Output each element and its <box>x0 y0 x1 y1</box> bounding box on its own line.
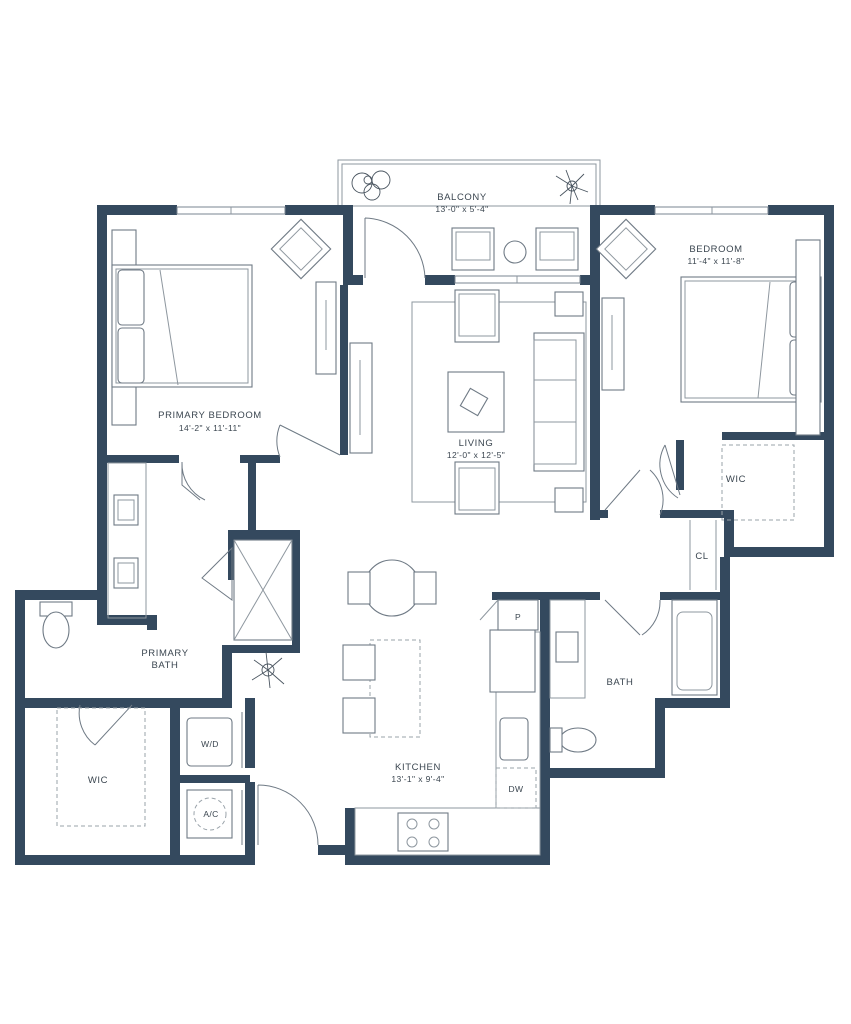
kitchen-dims: 13'-1" x 9'-4" <box>391 774 444 784</box>
bath-door <box>181 461 206 501</box>
wic-2-door <box>659 444 681 499</box>
sink <box>555 631 579 663</box>
armchair <box>454 289 500 343</box>
toilet <box>42 611 70 649</box>
bedroom-dims: 11'-4" x 11'-8" <box>687 256 744 266</box>
kitchen-furniture <box>342 559 541 856</box>
closet-name: CL <box>695 551 708 562</box>
refrigerator <box>489 629 536 693</box>
living-name: LIVING <box>459 438 494 449</box>
dishwasher-label: DW <box>509 784 524 794</box>
primary-bedroom-name: PRIMARY BEDROOM <box>158 410 262 421</box>
primary-bath-name-2: BATH <box>151 660 178 671</box>
washer-dryer <box>186 717 233 767</box>
balcony-chair-seat <box>539 231 575 261</box>
plant-icon <box>351 170 391 201</box>
kitchen-sink <box>499 717 529 761</box>
pantry-label: P <box>515 612 521 622</box>
bar-stool <box>342 644 376 681</box>
dresser <box>795 239 821 436</box>
bath-fixtures <box>549 599 718 753</box>
ac-label: A/C <box>203 809 218 819</box>
bedroom-name: BEDROOM <box>689 244 742 255</box>
balcony-chair <box>451 227 495 271</box>
book <box>459 387 489 417</box>
armchair <box>270 218 332 280</box>
wic-shelving <box>721 444 795 521</box>
balcony: BALCONY 13'-0" x 5'-4" <box>337 159 601 271</box>
dishwasher <box>495 767 537 809</box>
toilet <box>559 727 597 753</box>
wic-shelving <box>56 707 146 827</box>
cooktop <box>397 812 449 852</box>
bath-2-door <box>604 599 661 636</box>
laundry-fixtures <box>186 717 233 839</box>
balcony-chair <box>535 227 579 271</box>
shower-door <box>201 546 233 601</box>
tv-console <box>601 297 625 391</box>
bar-stool <box>342 697 376 734</box>
side-table <box>554 291 584 317</box>
dining-chair <box>347 571 371 605</box>
wic-door <box>78 704 133 746</box>
primary-bath-name: PRIMARY <box>141 648 188 659</box>
balcony-name: BALCONY <box>437 192 487 203</box>
living-furniture <box>349 289 587 515</box>
armchair <box>454 461 500 515</box>
bathtub <box>671 599 718 696</box>
bath-name: BATH <box>606 677 633 688</box>
balcony-chair-seat <box>455 231 491 261</box>
wic-primary-name: WIC <box>88 775 108 786</box>
ac-circle <box>193 797 227 831</box>
vanity <box>107 462 147 619</box>
room-labels: PRIMARY BEDROOM 14'-2" x 11'-11" LIVING … <box>88 244 746 819</box>
kitchen-counter <box>354 807 541 856</box>
wic-bedroom-name: WIC <box>726 474 746 485</box>
primary-bedroom-dims: 14'-2" x 11'-11" <box>179 423 241 433</box>
pillow <box>117 269 145 326</box>
windows <box>176 206 769 284</box>
kitchen-island <box>369 639 421 738</box>
dining-table <box>363 559 421 617</box>
balcony-dims: 13'-0" x 5'-4" <box>435 204 488 214</box>
living-dims: 12'-0" x 12'-5" <box>447 450 505 460</box>
armchair <box>595 218 657 280</box>
bedroom-furniture <box>595 218 822 590</box>
bedroom-door <box>276 424 341 458</box>
balcony-table <box>503 240 527 264</box>
primary-bath-fixtures <box>39 462 293 689</box>
balcony-door <box>364 217 426 279</box>
primary-bedroom-furniture <box>111 218 337 426</box>
balcony-railing-inner <box>341 163 597 207</box>
kitchen-name: KITCHEN <box>395 762 441 773</box>
vanity <box>549 599 586 699</box>
pantry <box>497 599 539 631</box>
plant-icon <box>251 651 285 689</box>
pillow <box>117 327 145 384</box>
side-table <box>554 487 584 513</box>
washer-dryer-label: W/D <box>201 739 219 749</box>
doors <box>78 217 681 846</box>
toilet-tank <box>549 727 563 753</box>
plant-icon <box>555 169 589 205</box>
bedroom-2-door <box>604 469 664 516</box>
tv-console <box>349 342 373 454</box>
dining-chair <box>413 571 437 605</box>
entry-door <box>257 784 319 846</box>
